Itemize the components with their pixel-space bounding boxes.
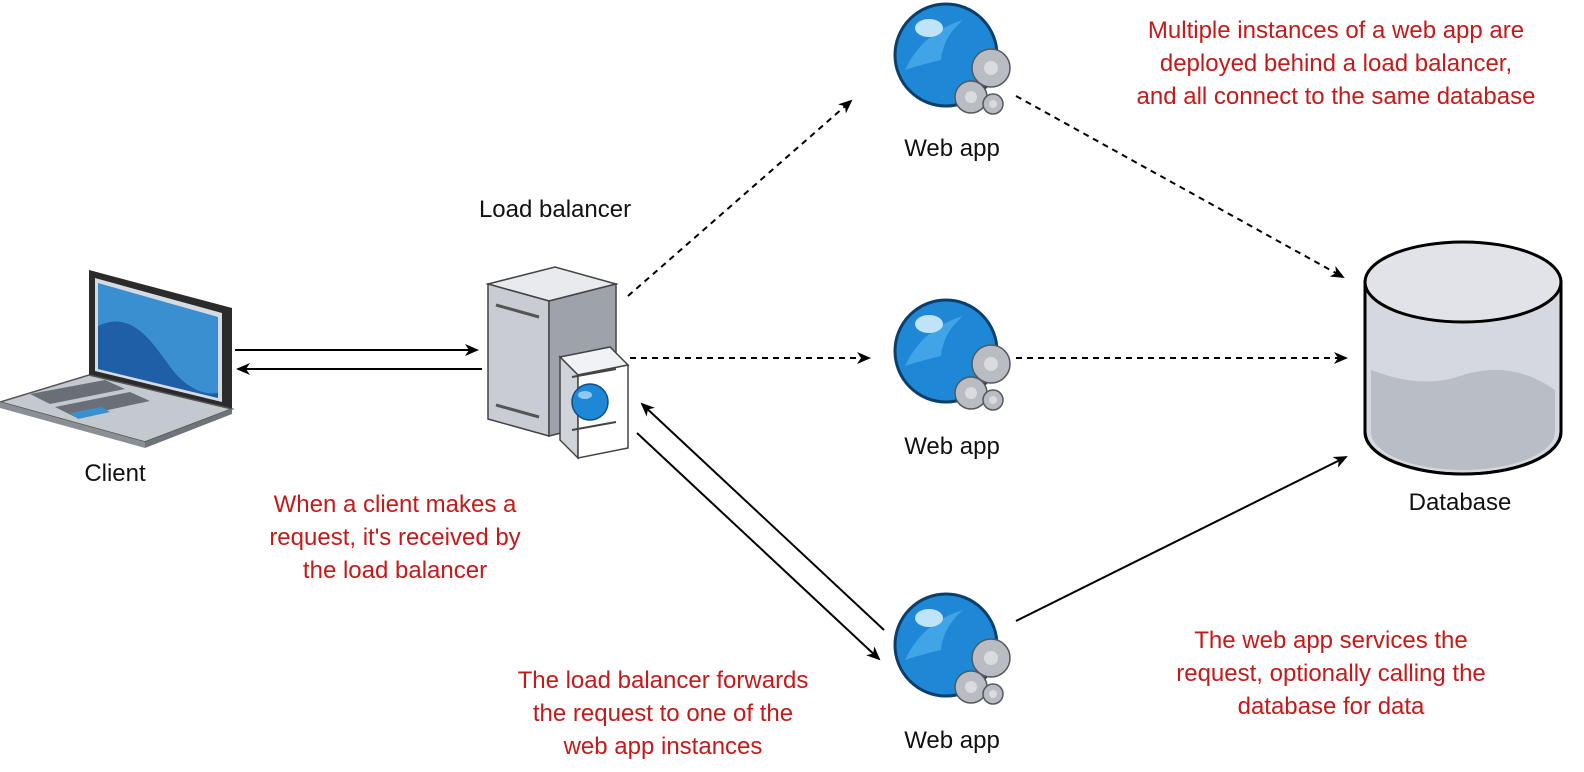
laptop-icon: [0, 270, 235, 448]
web-app-middle-node: [893, 298, 1017, 422]
client-label: Client: [84, 460, 146, 487]
note-client-request: When a client makes a request, it's rece…: [269, 491, 521, 584]
note-forwarding: The load balancer forwards the request t…: [517, 667, 809, 760]
web-app-bottom-node: [893, 592, 1017, 716]
web-app-top-label: Web app: [904, 135, 1000, 162]
webapp-bottom-to-lb-arrow: [640, 402, 885, 631]
database-label: Database: [1408, 489, 1512, 516]
client-node: [0, 268, 236, 448]
note-servicing: The web app services the request, option…: [1176, 627, 1486, 720]
web-app-middle-label: Web app: [904, 433, 1000, 460]
database-cylinder-icon: [1363, 240, 1563, 476]
load-balancer-label: Load balancer: [478, 196, 632, 223]
lb-to-webapp-top-arrow: [627, 99, 853, 297]
globe-gears-icon: [893, 592, 1011, 705]
webapp-top-to-db-arrow: [1015, 95, 1345, 278]
server-icon: [485, 266, 630, 460]
web-app-top-node: [893, 2, 1017, 126]
webapp-bottom-to-db-arrow: [1015, 456, 1348, 622]
database-node: [1363, 240, 1563, 476]
lb-to-webapp-bottom-arrow: [636, 432, 881, 661]
globe-gears-icon: [893, 2, 1011, 115]
load-balancer-node: [484, 265, 630, 460]
web-app-bottom-label: Web app: [904, 727, 1000, 754]
note-multiple-instances: Multiple instances of a web app are depl…: [1136, 17, 1536, 110]
globe-gears-icon: [893, 298, 1011, 411]
